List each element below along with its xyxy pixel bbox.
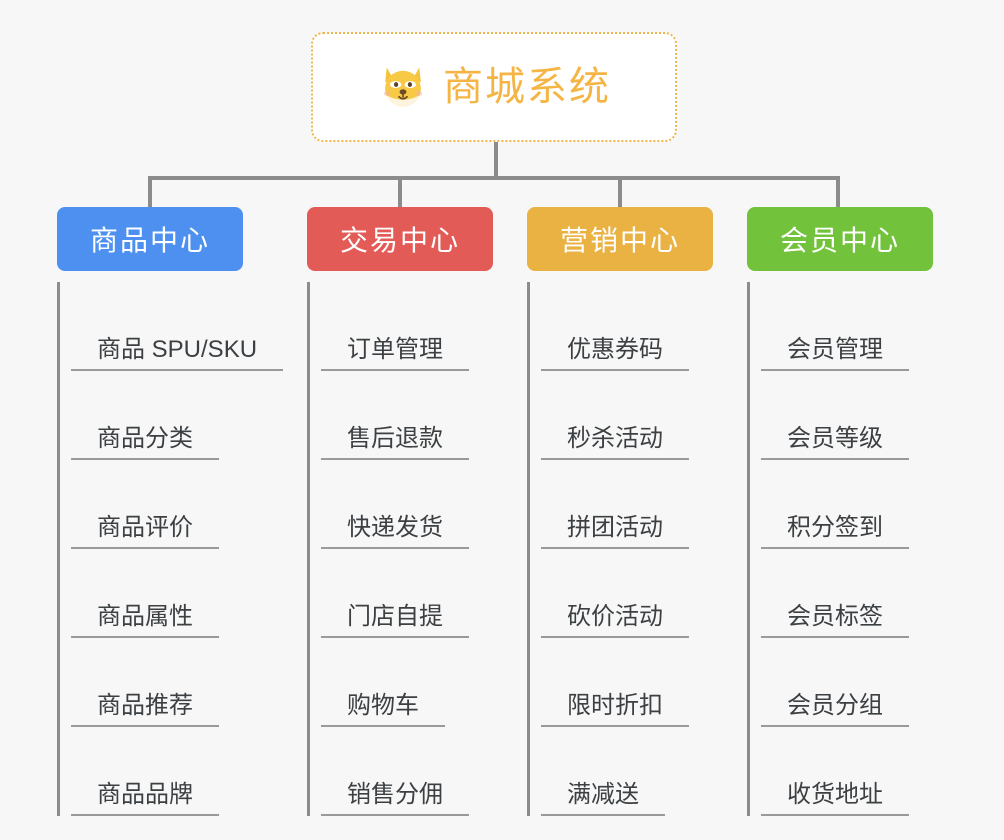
branch-spine-trade-center <box>307 282 310 816</box>
leaf-item-label: 砍价活动 <box>541 603 689 638</box>
leaf-item-label: 商品品牌 <box>71 781 219 816</box>
connector-drop-3 <box>618 176 622 207</box>
branch-spine-member-center <box>747 282 750 816</box>
leaf-item[interactable]: 积分签到 <box>761 460 933 549</box>
leaf-item[interactable]: 商品推荐 <box>71 638 243 727</box>
branch-items-marketing-center: 优惠券码秒杀活动拼团活动砍价活动限时折扣满减送 <box>527 282 713 816</box>
leaf-item-label: 收货地址 <box>761 781 909 816</box>
leaf-item-label: 快递发货 <box>321 514 469 549</box>
leaf-item-label: 商品 SPU/SKU <box>71 336 284 371</box>
leaf-item[interactable]: 门店自提 <box>321 549 493 638</box>
leaf-item-label: 限时折扣 <box>541 692 689 727</box>
leaf-item-label: 商品属性 <box>71 603 219 638</box>
leaf-item-label: 商品评价 <box>71 514 219 549</box>
branch-header-label: 营销中心 <box>559 225 680 256</box>
connector-root-stem <box>494 142 498 179</box>
leaf-item[interactable]: 会员等级 <box>761 371 933 460</box>
connector-drop-4 <box>836 176 840 207</box>
leaf-item-label: 会员分组 <box>761 692 909 727</box>
leaf-item-label: 订单管理 <box>321 336 469 371</box>
leaf-item[interactable]: 商品 SPU/SKU <box>71 282 284 371</box>
branch-member-center: 会员中心会员管理会员等级积分签到会员标签会员分组收货地址 <box>747 207 933 816</box>
branch-header-product-center[interactable]: 商品中心 <box>57 207 243 271</box>
branch-header-label: 商品中心 <box>89 225 210 256</box>
root-node[interactable]: 商城系统 <box>311 32 677 142</box>
leaf-item[interactable]: 拼团活动 <box>541 460 713 549</box>
branch-trade-center: 交易中心订单管理售后退款快递发货门店自提购物车销售分佣 <box>307 207 493 816</box>
leaf-item-label: 销售分佣 <box>321 781 469 816</box>
leaf-item[interactable]: 销售分佣 <box>321 727 493 816</box>
leaf-item[interactable]: 满减送 <box>541 727 713 816</box>
leaf-item-label: 商品分类 <box>71 425 219 460</box>
leaf-item[interactable]: 商品属性 <box>71 549 243 638</box>
leaf-item-label: 会员标签 <box>761 603 909 638</box>
branch-marketing-center: 营销中心优惠券码秒杀活动拼团活动砍价活动限时折扣满减送 <box>527 207 713 816</box>
branch-items-product-center: 商品 SPU/SKU 商品分类商品评价商品属性商品推荐商品品牌 <box>57 282 284 816</box>
branch-header-marketing-center[interactable]: 营销中心 <box>527 207 713 271</box>
leaf-item-label: 门店自提 <box>321 603 469 638</box>
leaf-item-label: 商品推荐 <box>71 692 219 727</box>
leaf-item-label: 会员管理 <box>761 336 909 371</box>
leaf-item[interactable]: 商品品牌 <box>71 727 243 816</box>
branch-items-member-center: 会员管理会员等级积分签到会员标签会员分组收货地址 <box>747 282 933 816</box>
leaf-item-label: 秒杀活动 <box>541 425 689 460</box>
branch-spine-product-center <box>57 282 60 816</box>
leaf-item[interactable]: 购物车 <box>321 638 493 727</box>
leaf-item[interactable]: 限时折扣 <box>541 638 713 727</box>
leaf-item-label: 拼团活动 <box>541 514 689 549</box>
branch-spine-marketing-center <box>527 282 530 816</box>
leaf-item-label: 购物车 <box>321 692 445 727</box>
leaf-item-label: 优惠券码 <box>541 336 689 371</box>
connector-horizontal-bus <box>148 176 840 180</box>
leaf-item[interactable]: 优惠券码 <box>541 282 713 371</box>
branch-product-center: 商品中心商品 SPU/SKU 商品分类商品评价商品属性商品推荐商品品牌 <box>57 207 284 816</box>
leaf-item[interactable]: 商品分类 <box>71 371 243 460</box>
leaf-item[interactable]: 商品评价 <box>71 460 243 549</box>
leaf-item[interactable]: 快递发货 <box>321 460 493 549</box>
leaf-item[interactable]: 订单管理 <box>321 282 493 371</box>
leaf-item[interactable]: 砍价活动 <box>541 549 713 638</box>
leaf-item-label: 会员等级 <box>761 425 909 460</box>
branch-header-trade-center[interactable]: 交易中心 <box>307 207 493 271</box>
connector-drop-2 <box>398 176 402 207</box>
branch-items-trade-center: 订单管理售后退款快递发货门店自提购物车销售分佣 <box>307 282 493 816</box>
leaf-item-label: 积分签到 <box>761 514 909 549</box>
leaf-item[interactable]: 会员标签 <box>761 549 933 638</box>
branch-header-member-center[interactable]: 会员中心 <box>747 207 933 271</box>
connector-drop-1 <box>148 176 152 207</box>
branch-header-label: 交易中心 <box>339 225 460 256</box>
leaf-item[interactable]: 秒杀活动 <box>541 371 713 460</box>
leaf-item[interactable]: 收货地址 <box>761 727 933 816</box>
root-title: 商城系统 <box>443 65 611 109</box>
leaf-item-label: 售后退款 <box>321 425 469 460</box>
branch-header-label: 会员中心 <box>779 225 900 256</box>
shiba-dog-face-icon <box>383 67 423 107</box>
leaf-item[interactable]: 会员管理 <box>761 282 933 371</box>
leaf-item[interactable]: 售后退款 <box>321 371 493 460</box>
leaf-item[interactable]: 会员分组 <box>761 638 933 727</box>
leaf-item-label: 满减送 <box>541 781 665 816</box>
